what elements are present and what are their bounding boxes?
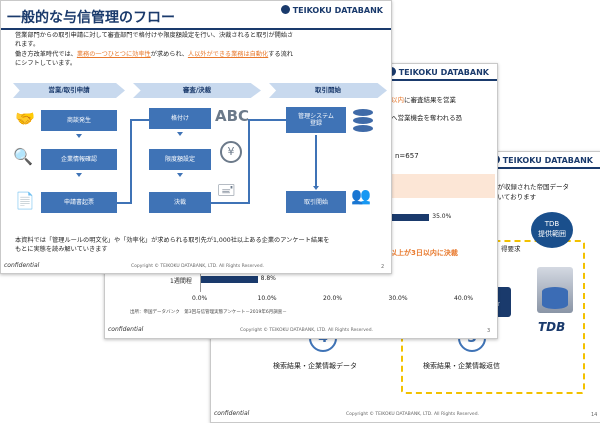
copyright: Copyright © TEIKOKU DATABANK, LTD. All R…	[346, 412, 479, 417]
ws-highlight-2: 人以外ができる業務は自動化	[187, 51, 269, 58]
copyright: Copyright © TEIKOKU DATABANK, LTD. All R…	[131, 264, 264, 269]
text-rest: に審査結果を営業	[404, 96, 456, 104]
arrow-down-5	[313, 186, 319, 190]
text-highlight: 以内	[391, 96, 404, 104]
box-trade-start: 取引開始	[286, 191, 346, 213]
handshake-icon: 🤝	[15, 109, 35, 128]
source-note: 出所：帝国データバンク 第3回与信管理実態アンケート－2019年6月調査－	[130, 310, 287, 315]
box-deal: 商談発生	[41, 110, 117, 131]
x-tick-label: 0.0%	[192, 295, 208, 302]
connector-4	[211, 202, 249, 204]
phase-review: 審査/決裁	[133, 83, 261, 98]
intro-paragraph: 営業部門からの取引申請に対して審査部門で格付けや限度額設定を行い、決裁されると取…	[15, 32, 385, 49]
ws-text-c: する流れ	[268, 51, 293, 58]
intro-line1: 営業部門からの取引申請に対して審査部門で格付けや限度額設定を行い、決裁されると取…	[15, 32, 294, 39]
ws-text-b: が求められ、	[150, 51, 188, 58]
brand-text: TEIKOKU DATABANK	[292, 6, 383, 15]
magnifier-icon: 🔍	[13, 147, 33, 166]
intro-line2: れます。	[15, 40, 40, 48]
document-icon: 📄	[15, 191, 35, 210]
slide2-text-1: 以内に審査結果を営業	[391, 94, 456, 104]
note-paragraph: 本資料では「管理ルールの明文化」や「効率化」が求められる取引先が1,000社以上…	[15, 237, 385, 254]
bar-category-1week: 1週間程	[170, 278, 192, 285]
arrow-down-1	[76, 134, 82, 138]
box-approval: 決裁	[149, 192, 211, 213]
ws-text-a: 働き方改革時代では、	[15, 51, 77, 58]
sample-size: n=657	[395, 152, 419, 160]
tdb-bubble-line1: TDB	[544, 220, 560, 228]
request-label: 得要求	[501, 245, 521, 253]
brand-logo: TEIKOKU DATABANK	[490, 155, 593, 165]
page-number: 3	[487, 328, 491, 334]
connector-2	[130, 119, 132, 204]
phase-sales: 営業/取引申請	[13, 83, 125, 98]
yen-coin-icon: ¥	[220, 141, 242, 163]
connector-7	[315, 135, 317, 187]
box-company-check: 企業情報確認	[41, 149, 117, 170]
copyright: Copyright © TEIKOKU DATABANK, LTD. All R…	[240, 328, 373, 333]
connector-1	[117, 202, 131, 204]
brand-logo: TEIKOKU DATABANK	[280, 5, 383, 15]
workstyle-paragraph: 働き方改革時代では、業務の一つひとつに効率性が求められ、人以外ができる業務は自動…	[15, 51, 385, 68]
connector-5	[248, 119, 250, 204]
workstyle-line1: 働き方改革時代では、業務の一つひとつに効率性が求められ、人以外ができる業務は自動…	[15, 51, 385, 60]
tdb-logo-icon	[280, 5, 290, 14]
note-line2: もとに実態を読み解いていきます	[15, 245, 108, 253]
page-number: 2	[381, 264, 385, 270]
brand-text: TEIKOKU DATABANK	[398, 68, 489, 77]
callout-text: 以上が3日以内に決裁	[390, 249, 458, 257]
bar-8-8	[200, 276, 258, 283]
page-number: 14	[591, 412, 598, 418]
workstyle-line2: にシフトしています。	[15, 59, 77, 67]
slide2-text-2: へ営業機会を奪われる恐	[391, 114, 463, 122]
x-tick-label: 10.0%	[257, 295, 277, 302]
slide3-text-2: だいております	[491, 193, 537, 201]
x-tick-label: 30.0%	[388, 295, 408, 302]
confidential-mark: confidential	[4, 262, 40, 269]
box-application: 申請書起票	[41, 192, 117, 213]
phase-start: 取引開始	[269, 83, 387, 98]
arrow-down-3	[177, 132, 183, 136]
arrow-down-2	[76, 173, 82, 177]
box-system-register: 管理システム 登録	[286, 107, 346, 133]
slide3-text-1: 報が収録された帝国データ	[491, 183, 569, 191]
brand-logo: TEIKOKU DATABANK	[386, 67, 489, 77]
step5-label: 検索結果・企業情報返信	[423, 362, 500, 370]
step4-label: 検索結果・企業情報データ	[273, 362, 357, 370]
note-line1: 本資料では「管理ルールの明文化」や「効率化」が求められる取引先が1,000社以上…	[15, 237, 330, 244]
connector-3	[130, 119, 149, 121]
box-limit: 限度額設定	[149, 149, 211, 170]
stamp-icon: 🖃	[217, 180, 236, 199]
tdb-bubble-line2: 提供範囲	[538, 230, 566, 238]
connector-6	[248, 119, 286, 121]
title-rule	[1, 28, 391, 30]
bar-35-label: 35.0%	[432, 213, 452, 220]
box-rating: 格付け	[149, 108, 211, 129]
confidential-mark: confidential	[108, 326, 144, 333]
database-icon	[542, 287, 568, 309]
abc-icon: ABC	[215, 107, 250, 125]
bar-8-8-label: 8.8%	[260, 275, 276, 282]
x-tick-label: 20.0%	[323, 295, 343, 302]
brand-text: TEIKOKU DATABANK	[502, 156, 593, 165]
x-tick-label: 40.0%	[454, 295, 474, 302]
chart-highlight-band	[390, 174, 495, 198]
people-handshake-icon: 👥	[351, 186, 371, 205]
confidential-mark: confidential	[214, 410, 250, 417]
database-stack-icon	[353, 109, 373, 133]
page-title: 一般的な与信管理のフロー	[7, 10, 175, 26]
server-label: TDB	[538, 320, 566, 334]
slide-page-2: 一般的な与信管理のフロー TEIKOKU DATABANK 営業部門からの取引申…	[0, 0, 392, 274]
arrow-down-4	[177, 173, 183, 177]
tdb-scope-bubble: TDB 提供範囲	[531, 212, 573, 248]
ws-highlight-1: 業務の一つひとつに効率性	[76, 51, 151, 58]
